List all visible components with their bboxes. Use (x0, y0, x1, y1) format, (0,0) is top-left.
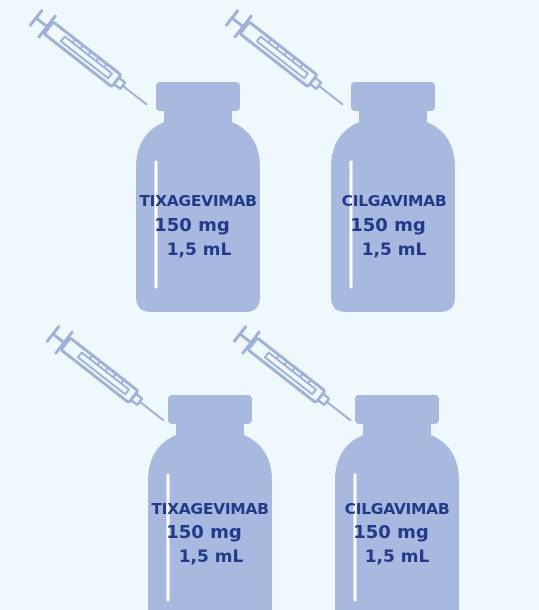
vial-drug-name: CILGAVIMAB (342, 192, 447, 210)
vial-volume: 1,5 mL (167, 240, 232, 260)
vial-1: TIXAGEVIMAB 150 mg 1,5 mL (136, 82, 260, 312)
vial-dose: 150 mg (166, 522, 241, 543)
vial-dose: 150 mg (350, 215, 425, 236)
vial-2: CILGAVIMAB 150 mg 1,5 mL (331, 82, 455, 312)
vial-dose: 150 mg (353, 522, 428, 543)
vial-4: CILGAVIMAB 150 mg 1,5 mL (335, 395, 459, 610)
vial-dose: 150 mg (154, 215, 229, 236)
vial-drug-name: CILGAVIMAB (345, 500, 450, 518)
vial-drug-name: TIXAGEVIMAB (151, 500, 268, 518)
vial-volume: 1,5 mL (362, 240, 427, 260)
vial-3: TIXAGEVIMAB 150 mg 1,5 mL (148, 395, 272, 610)
vial-volume: 1,5 mL (179, 547, 244, 567)
vial-drug-name: TIXAGEVIMAB (139, 192, 256, 210)
vial-volume: 1,5 mL (365, 547, 430, 567)
